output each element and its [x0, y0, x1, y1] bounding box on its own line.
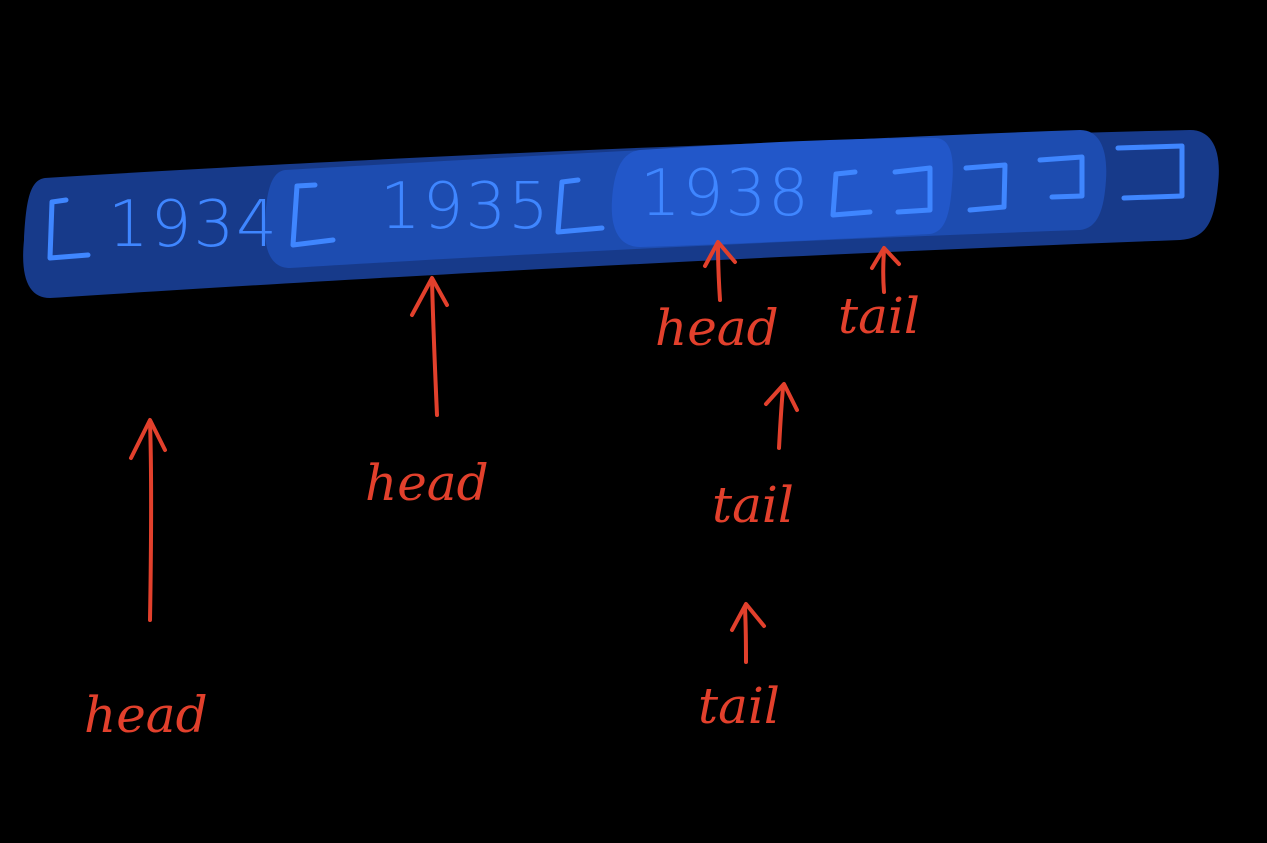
- inner-list-band: [611, 138, 953, 247]
- arrow-tail-outer: [730, 602, 766, 664]
- close-bracket-1: [1115, 143, 1185, 201]
- arrow-head-1934: [129, 418, 167, 622]
- open-bracket-2: [290, 182, 336, 248]
- label-tail-middle: tail: [712, 476, 794, 534]
- open-bracket-4: [830, 169, 873, 218]
- arrow-tail-middle: [764, 382, 799, 450]
- open-bracket-3: [555, 177, 605, 235]
- arrow-head-1938: [703, 240, 737, 302]
- arrow-tail-inner: [870, 246, 901, 294]
- label-tail-outer: tail: [698, 677, 780, 735]
- value-1935: 1935: [380, 170, 551, 244]
- label-head-inner: head: [655, 299, 779, 357]
- arrow-group: [129, 240, 901, 664]
- label-tail-inner: tail: [838, 287, 920, 345]
- value-1934: 1934: [108, 188, 279, 262]
- label-head-outer: head: [84, 686, 208, 744]
- value-1938: 1938: [640, 157, 811, 231]
- close-bracket-3: [963, 162, 1008, 213]
- close-bracket-2: [1037, 154, 1085, 200]
- bracket-group: [47, 143, 1185, 261]
- arrow-head-1935: [410, 276, 449, 417]
- close-bracket-4: [892, 165, 933, 215]
- label-head-middle: head: [365, 454, 489, 512]
- open-bracket-1: [47, 197, 91, 261]
